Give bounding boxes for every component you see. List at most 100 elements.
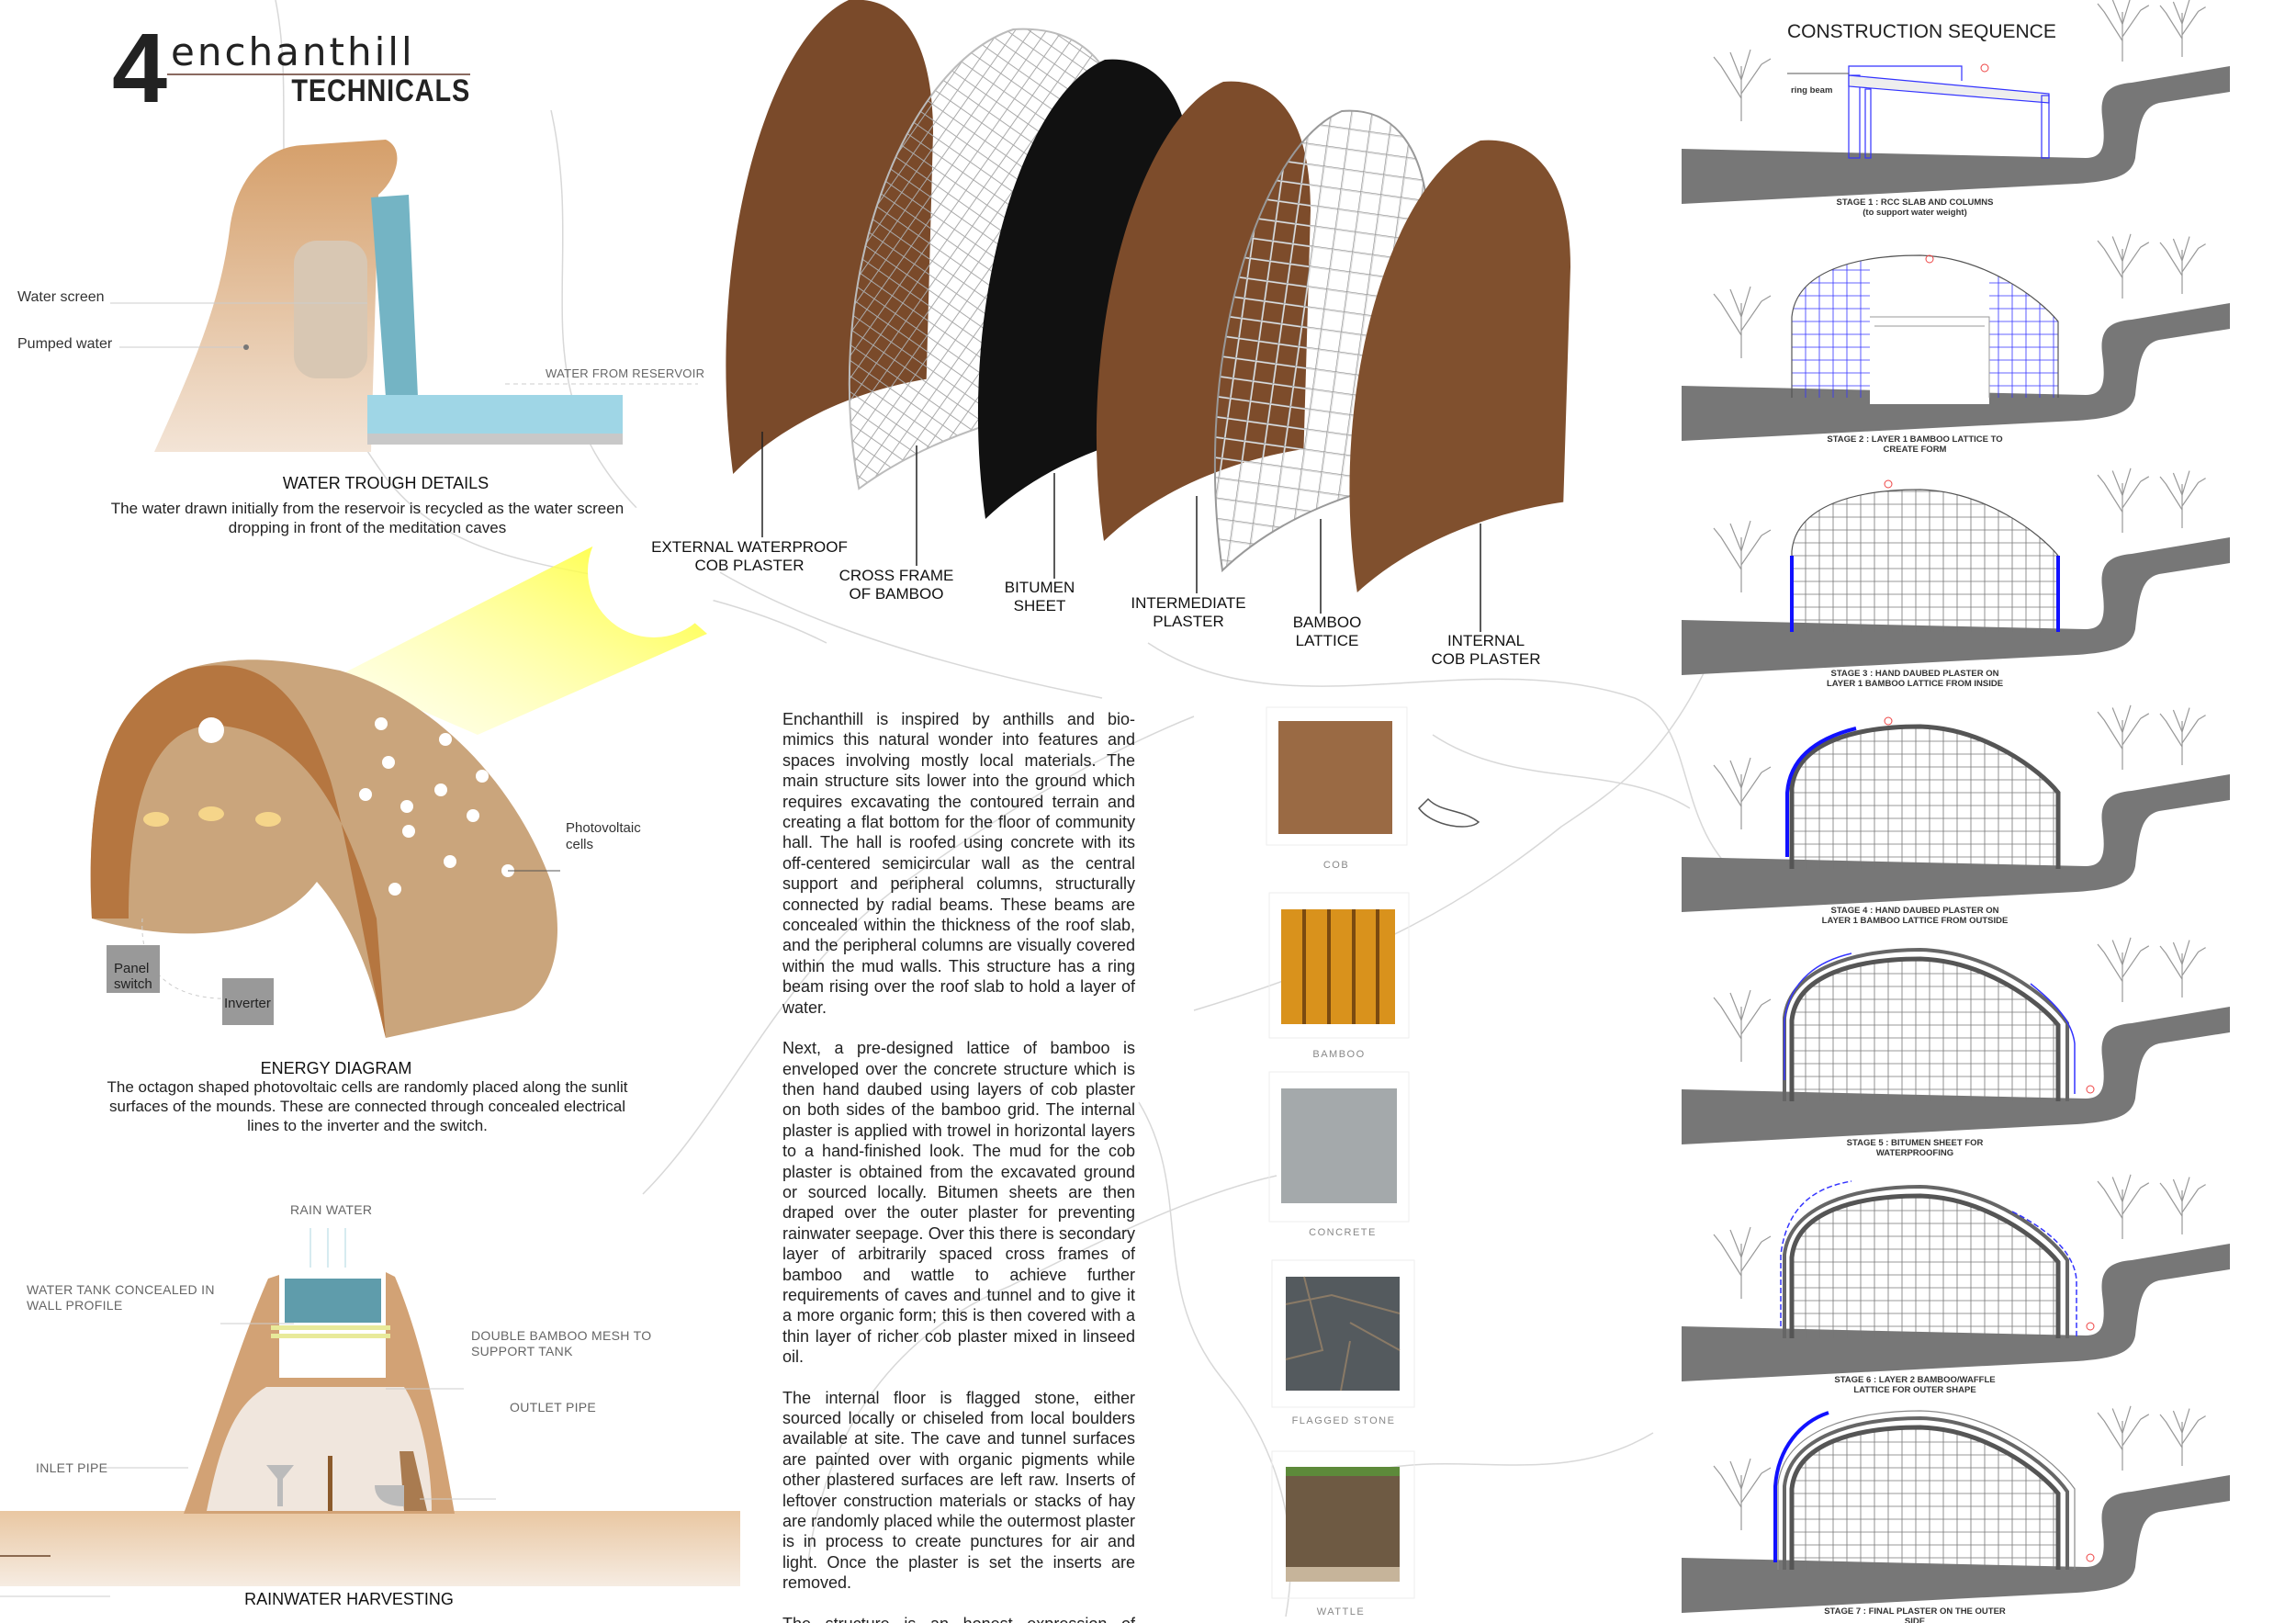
tree-icon (1713, 520, 1772, 592)
label-line: STAGE 2 : LAYER 1 BAMBOO LATTICE TO (1827, 434, 2003, 445)
label-line: BAMBOO (1292, 614, 1362, 631)
material-swatches (1266, 706, 1415, 1599)
stage-2-section (1682, 233, 2230, 441)
label-inverter: Inverter (224, 996, 271, 1011)
material-label-bamboo: BAMBOO (1312, 1049, 1366, 1060)
caption-line: The water drawn initially from the reser… (110, 500, 625, 517)
water-trough-diagram (110, 140, 698, 452)
caption-line: surfaces of the mounds. These are connec… (109, 1098, 625, 1115)
label-line: OF BAMBOO (849, 585, 944, 603)
label-line: LATTICE (1295, 632, 1359, 649)
stage-label-1: STAGE 1 : RCC SLAB AND COLUMNS(to suppor… (1837, 197, 1994, 218)
tree-icon (1713, 1458, 1772, 1530)
label-line: LAYER 1 BAMBOO LATTICE FROM OUTSIDE (1821, 916, 2009, 926)
concrete-swatch (1281, 1088, 1397, 1203)
tree-icon (2097, 704, 2150, 770)
label-line: WATER TANK CONCEALED IN (27, 1282, 215, 1297)
ground-section (1682, 537, 2230, 675)
label-line: CREATE FORM (1883, 445, 1947, 455)
label-line: (to support water weight) (1863, 208, 1967, 218)
material-label-flagged-stone: FLAGGED STONE (1291, 1415, 1396, 1426)
water-trough-caption: The water drawn initially from the reser… (55, 499, 680, 537)
label-line: SIDE (1904, 1617, 1926, 1623)
bamboo-swatch (1281, 909, 1395, 1024)
energy-diagram (90, 505, 720, 1038)
energy-diagram-title: ENERGY DIAGRAM (260, 1059, 412, 1077)
tree-icon (2097, 468, 2150, 533)
stage-3-section (1682, 468, 2230, 675)
trough-water (367, 395, 623, 436)
tree-icon (2159, 940, 2206, 997)
rainwater-diagram (0, 1228, 740, 1597)
label-line: STAGE 6 : LAYER 2 BAMBOO/WAFFLE (1834, 1375, 1996, 1385)
caption-line: dropping in front of the meditation cave… (228, 519, 507, 536)
label-line: SUPPORT TANK (471, 1344, 573, 1358)
label-pumped-water: Pumped water (17, 336, 113, 352)
tree-icon (2159, 0, 2206, 57)
ground-section (1682, 1244, 2230, 1381)
label-line: switch (114, 976, 152, 992)
project-description: Enchanthill is inspired by anthills and … (782, 709, 1135, 1623)
tree-icon (2097, 1405, 2150, 1471)
label-line: LATTICE FOR OUTER SHAPE (1853, 1385, 1976, 1395)
water-trough-title: WATER TROUGH DETAILS (282, 474, 490, 492)
stage-6-section (1682, 1174, 2230, 1381)
label-ring-beam: ring beam (1791, 85, 1833, 96)
material-label-concrete: CONCRETE (1309, 1227, 1377, 1238)
construction-sequence-title: CONSTRUCTION SEQUENCE (1787, 21, 2056, 42)
label-photovoltaic-cells: Photovoltaic cells (566, 820, 641, 853)
label-line: STAGE 1 : RCC SLAB AND COLUMNS (1836, 197, 1994, 208)
label-bamboo-mesh: DOUBLE BAMBOO MESH TO SUPPORT TANK (471, 1328, 651, 1359)
tree-icon (2159, 707, 2206, 765)
energy-caption: The octagon shaped photovoltaic cells ar… (55, 1077, 680, 1135)
label-inlet-pipe: INLET PIPE (36, 1460, 108, 1475)
tree-icon (1713, 989, 1772, 1062)
label-water-tank: WATER TANK CONCEALED IN WALL PROFILE (27, 1282, 215, 1313)
label-line: BITUMEN (1004, 579, 1075, 596)
ground-section (1682, 303, 2230, 441)
stage-1-section (1682, 0, 2230, 204)
water-screen (371, 195, 418, 397)
description-paragraph: Enchanthill is inspired by anthills and … (782, 710, 1135, 1017)
tree-icon (2097, 1174, 2150, 1239)
label-panel-switch: Panel switch (114, 961, 152, 992)
ground-section (1682, 774, 2230, 912)
material-label-wattle: WATTLE (1316, 1606, 1366, 1617)
description-paragraph: The structure is an honest expression of… (782, 1614, 1135, 1623)
tree-icon (2159, 470, 2206, 528)
label-line: INTERMEDIATE (1131, 594, 1246, 612)
layered-shell-exploded-view (726, 0, 1570, 593)
ground-section (1682, 1475, 2230, 1613)
wattle-swatch (1286, 1467, 1400, 1582)
label-water-from-reservoir: WATER FROM RESERVOIR (546, 366, 705, 380)
tree-icon (1713, 49, 1772, 121)
water-tank (285, 1279, 381, 1323)
tree-icon (2097, 233, 2150, 299)
label-line: cells (566, 837, 594, 852)
inverter-box (222, 978, 274, 1025)
sheet-number: 4 (112, 12, 168, 123)
description-paragraph: The internal floor is flagged stone, eit… (782, 1388, 1135, 1593)
flagged-stone-swatch (1286, 1277, 1400, 1391)
label-line: WALL PROFILE (27, 1298, 123, 1313)
stage-4-section (1682, 704, 2230, 912)
label-line: WATERPROOFING (1875, 1148, 1954, 1158)
tree-icon (2159, 236, 2206, 294)
label-line: PLASTER (1153, 613, 1224, 630)
stage-7-section (1682, 1405, 2230, 1613)
label-line: STAGE 4 : HAND DAUBED PLASTER ON (1830, 906, 1999, 916)
title-underline (167, 73, 470, 75)
label-line: LAYER 1 BAMBOO LATTICE FROM INSIDE (1826, 679, 2004, 689)
tree-icon (1713, 286, 1772, 358)
project-title: enchanthill (171, 29, 415, 74)
label-line: COB PLASTER (694, 557, 805, 574)
